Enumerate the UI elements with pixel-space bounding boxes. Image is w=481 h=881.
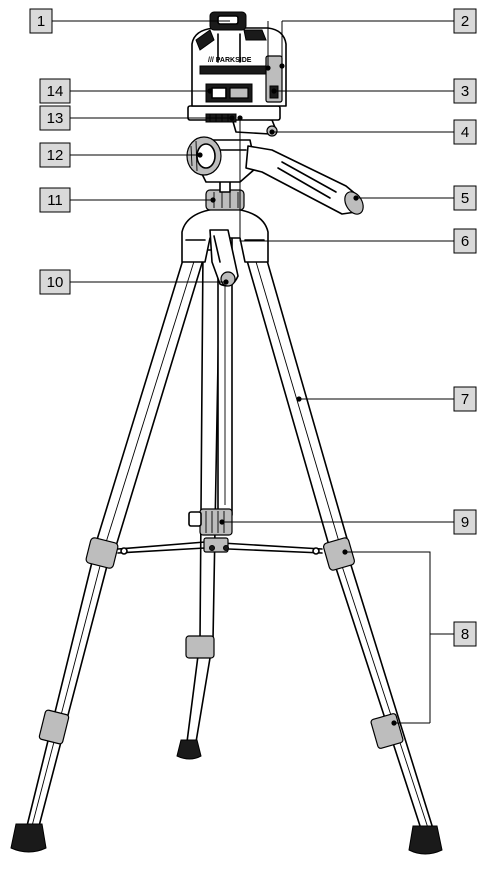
callout-14-number: 14	[47, 83, 64, 100]
tripod-leg-right	[243, 249, 443, 855]
brand-logo: /// PARKSIDE	[208, 57, 252, 64]
callout-12: 12	[39, 142, 71, 168]
callout-5: 5	[453, 185, 477, 211]
callout-3: 3	[453, 78, 477, 104]
callout-12-number: 12	[47, 147, 64, 164]
callout-7-number: 7	[461, 391, 469, 408]
callout-14: 14	[39, 78, 71, 104]
callout-2: 2	[453, 8, 477, 34]
tripod-head	[186, 117, 364, 215]
leg-spreader	[117, 537, 323, 555]
callout-10-number: 10	[47, 274, 64, 291]
callout-7: 7	[453, 386, 477, 412]
callout-1: 1	[29, 8, 53, 34]
callout-6-number: 6	[461, 233, 469, 250]
callout-11-number: 11	[47, 192, 63, 209]
callout-3-number: 3	[461, 83, 469, 100]
callout-13-number: 13	[47, 110, 64, 127]
callout-9: 9	[453, 509, 477, 535]
leader-lines	[52, 20, 454, 726]
cross-line-laser: /// PARKSIDE	[187, 11, 287, 123]
callout-4: 4	[453, 119, 477, 145]
callout-2-number: 2	[461, 13, 469, 30]
callout-5-number: 5	[461, 190, 469, 207]
callout-10: 10	[39, 269, 71, 295]
callout-11: 11	[39, 187, 71, 213]
callout-1-number: 1	[37, 13, 45, 30]
column-lock-collar	[188, 508, 233, 536]
callout-8: 8	[453, 621, 477, 647]
callout-9-number: 9	[461, 514, 469, 531]
tripod-leg-left	[10, 249, 207, 853]
callout-13: 13	[39, 105, 71, 131]
callout-4-number: 4	[461, 124, 469, 141]
column-crank-handle	[209, 229, 239, 287]
callout-8-number: 8	[461, 626, 469, 643]
callout-6: 6	[453, 228, 477, 254]
